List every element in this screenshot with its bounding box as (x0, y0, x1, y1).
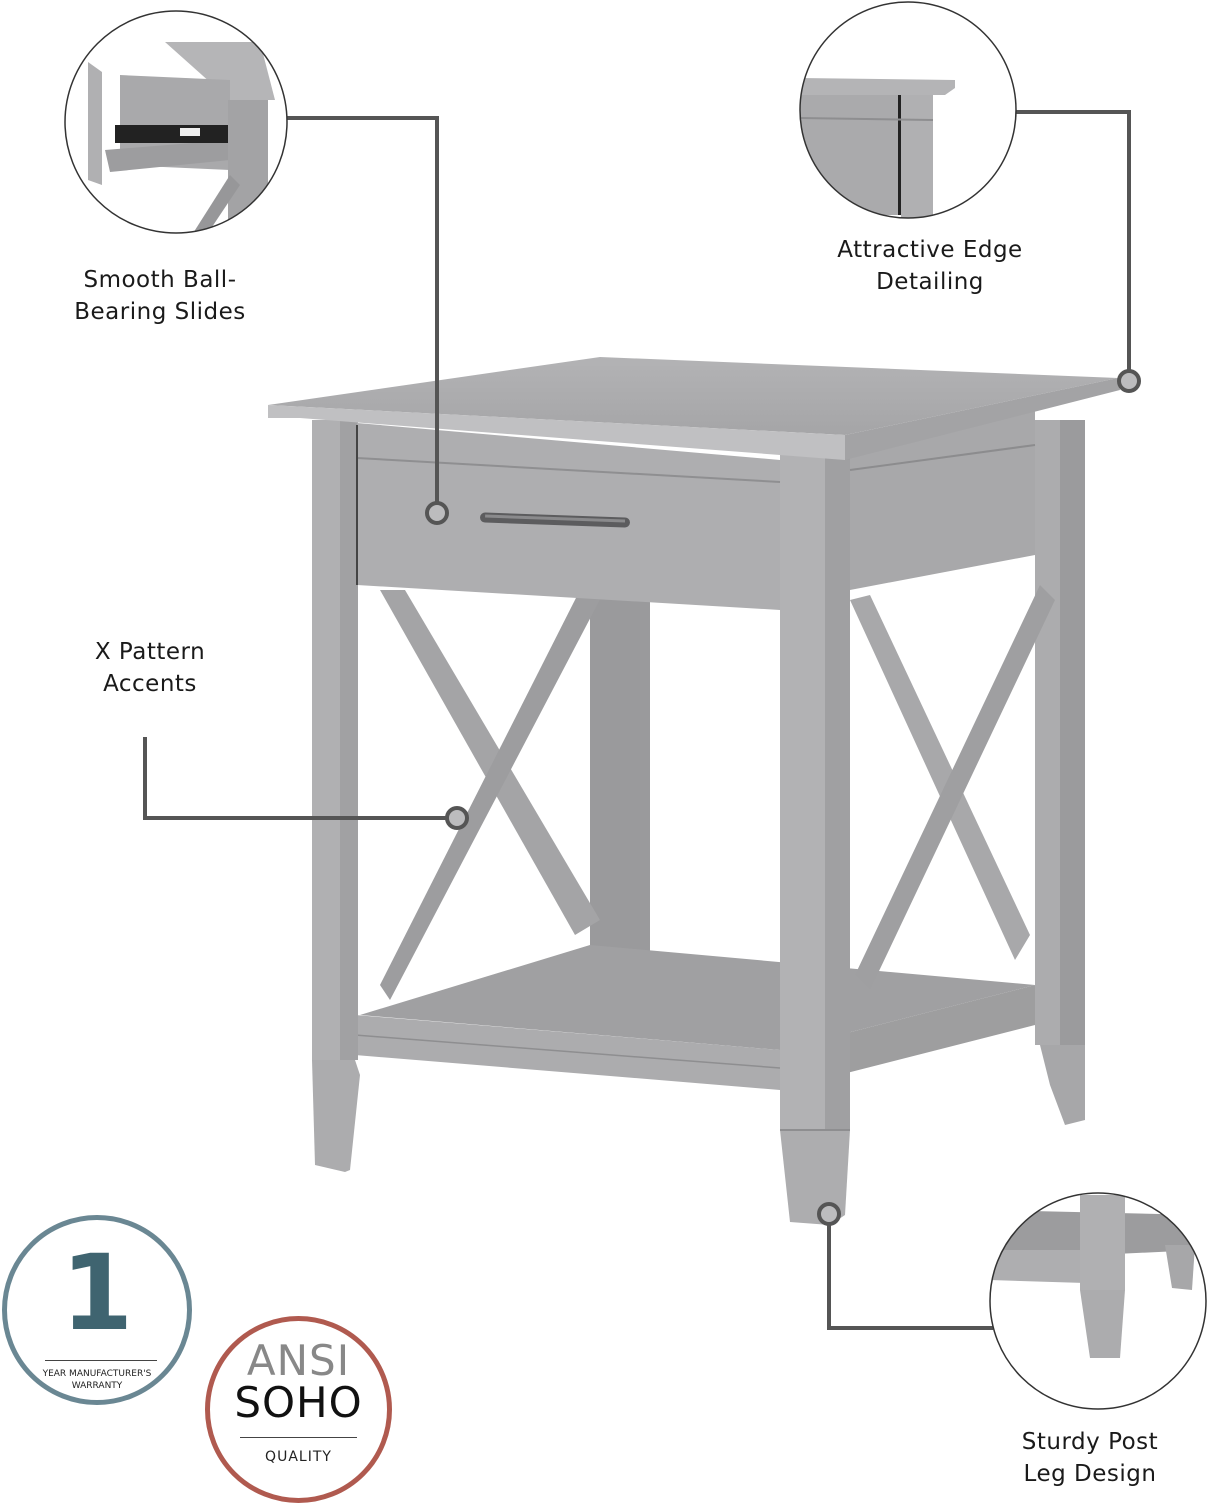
callout-lines (143, 110, 1131, 1330)
callout-line-edge-detailing (1013, 110, 1131, 378)
table-body (268, 357, 1120, 1225)
label-line: Accents (103, 671, 197, 697)
detail-circle-edge-detailing (799, 1, 1017, 219)
quality-text: QUALITY (265, 1449, 332, 1465)
warranty-line2: WARRANTY (71, 1381, 123, 1391)
callout-line-drawer-slides (280, 116, 439, 510)
ansi-text: ANSI (246, 1336, 351, 1385)
label-line: Sturdy Post (1021, 1429, 1159, 1455)
label-edge-detailing: Attractive Edge Detailing (810, 234, 1050, 298)
ansi-soho-badge: ANSI SOHO QUALITY (205, 1316, 392, 1503)
warranty-years: 1 (60, 1232, 134, 1354)
label-line: Bearing Slides (74, 299, 246, 325)
detail-circle-drawer-slides (64, 10, 288, 234)
label-post-legs: Sturdy Post Leg Design (1000, 1426, 1180, 1490)
callout-dots (425, 369, 1141, 1226)
label-line: Attractive Edge (837, 237, 1023, 263)
label-x-pattern: X Pattern Accents (60, 636, 240, 700)
label-line: X Pattern (94, 639, 206, 665)
label-line: Leg Design (1023, 1461, 1157, 1487)
callout-dot-post-legs (817, 1202, 841, 1226)
label-drawer-slides: Smooth Ball- Bearing Slides (50, 264, 270, 328)
soho-text: SOHO (234, 1378, 363, 1427)
divider (240, 1437, 357, 1438)
warranty-text: YEAR MANUFACTURER'S WARRANTY (17, 1368, 177, 1392)
callout-line-post-legs (827, 1215, 993, 1330)
callout-dot-x-pattern (445, 806, 469, 830)
warranty-badge: 1 YEAR MANUFACTURER'S WARRANTY (2, 1215, 192, 1405)
detail-circle-post-legs (989, 1192, 1207, 1410)
divider (45, 1360, 157, 1361)
label-line: Detailing (876, 269, 984, 295)
callout-dot-edge-detailing (1117, 369, 1141, 393)
warranty-line1: YEAR MANUFACTURER'S (42, 1369, 152, 1379)
callout-line-x-pattern (143, 737, 457, 820)
label-line: Smooth Ball- (83, 267, 237, 293)
callout-dot-drawer-slides (425, 501, 449, 525)
